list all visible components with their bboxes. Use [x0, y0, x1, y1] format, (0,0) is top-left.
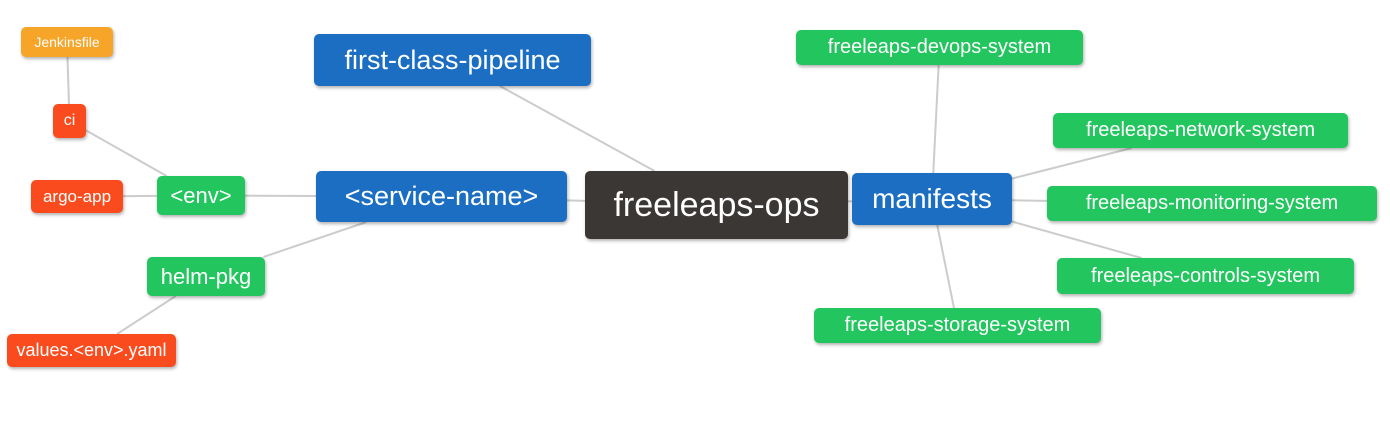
- edge-values-env-yaml--helm-pkg: [116, 295, 177, 335]
- edge-manifests--freeleaps-network-system: [1011, 147, 1133, 180]
- node-freeleaps-controls-system[interactable]: freeleaps-controls-system: [1057, 258, 1354, 294]
- node-env[interactable]: <env>: [157, 176, 245, 215]
- node-manifests[interactable]: manifests: [852, 173, 1012, 225]
- edge-service-name--freeleaps-ops: [566, 199, 586, 202]
- node-ci[interactable]: ci: [53, 104, 86, 138]
- node-freeleaps-monitoring-system[interactable]: freeleaps-monitoring-system: [1047, 186, 1377, 221]
- edge-manifests--freeleaps-monitoring-system: [1011, 199, 1048, 202]
- node-freeleaps-storage-system[interactable]: freeleaps-storage-system: [814, 308, 1101, 343]
- edge-helm-pkg--service-name: [263, 221, 367, 258]
- edge-manifests--freeleaps-controls-system: [1011, 220, 1142, 259]
- node-jenkinsfile[interactable]: Jenkinsfile: [21, 27, 113, 57]
- node-freeleaps-devops-system[interactable]: freeleaps-devops-system: [796, 30, 1083, 65]
- node-freeleaps-ops[interactable]: freeleaps-ops: [585, 171, 848, 239]
- node-values-env-yaml[interactable]: values.<env>.yaml: [7, 334, 176, 367]
- edge-ci--env: [85, 129, 168, 177]
- node-helm-pkg[interactable]: helm-pkg: [147, 257, 265, 296]
- edge-manifests--freeleaps-storage-system: [936, 224, 955, 309]
- node-freeleaps-network-system[interactable]: freeleaps-network-system: [1053, 113, 1348, 148]
- edge-manifests--freeleaps-devops-system: [932, 64, 940, 174]
- node-first-class-pipeline[interactable]: first-class-pipeline: [314, 34, 591, 86]
- node-service-name[interactable]: <service-name>: [316, 171, 567, 222]
- node-argo-app[interactable]: argo-app: [31, 180, 123, 213]
- edge-jenkinsfile--ci: [66, 56, 70, 105]
- edge-first-class-pipeline--freeleaps-ops: [499, 85, 656, 172]
